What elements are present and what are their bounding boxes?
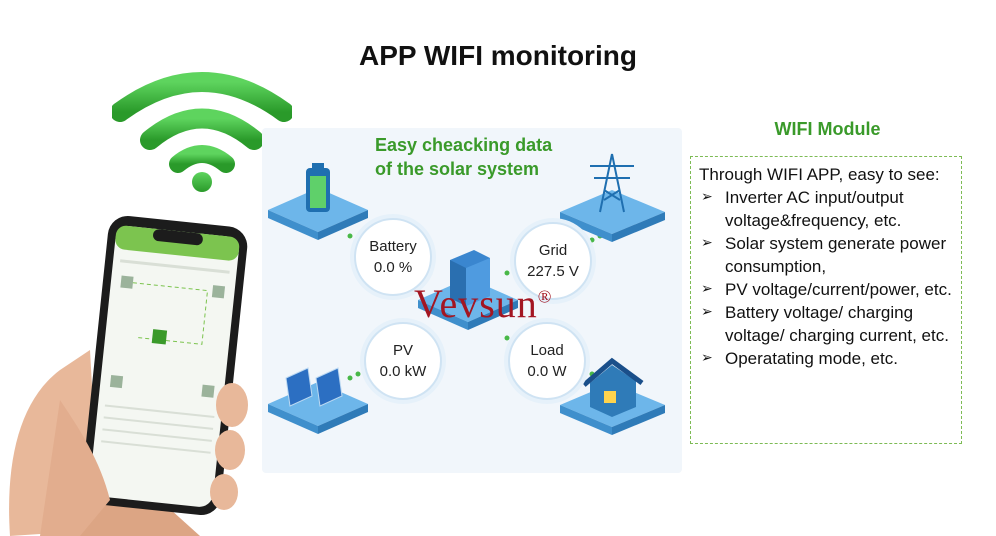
list-item: Inverter AC input/output voltage&frequen… (699, 186, 953, 232)
solar-panel-icon (268, 367, 368, 434)
smartphone-in-hand (9, 215, 248, 536)
list-item: PV voltage/current/power, etc. (699, 278, 953, 301)
inverter-icon (418, 250, 518, 330)
battery-reading: Battery 0.0 % (354, 218, 432, 296)
house-icon (560, 357, 665, 435)
module-title: WIFI Module (774, 119, 881, 139)
power-pylon-icon (560, 153, 665, 242)
grid-reading: Grid 227.5 V (514, 222, 592, 300)
brand-watermark: Vevsun® (414, 281, 553, 326)
list-item: Solar system generate power consumption, (699, 232, 953, 278)
module-intro: Through WIFI APP, easy to see: (699, 165, 940, 184)
list-item: Battery voltage/ charging voltage/ charg… (699, 301, 953, 347)
wifi-signal-icon (112, 72, 292, 192)
list-item: Operatating mode, etc. (699, 347, 953, 370)
battery-icon (268, 163, 368, 240)
diagram-subtitle: Easy cheacking data of the solar system (375, 135, 553, 179)
load-reading: Load 0.0 W (508, 322, 586, 400)
module-description-box: Through WIFI APP, easy to see: Inverter … (690, 156, 962, 444)
module-feature-list: Inverter AC input/output voltage&frequen… (699, 186, 953, 370)
page-title: APP WIFI monitoring (359, 40, 637, 71)
pv-reading: PV 0.0 kW (364, 322, 442, 400)
